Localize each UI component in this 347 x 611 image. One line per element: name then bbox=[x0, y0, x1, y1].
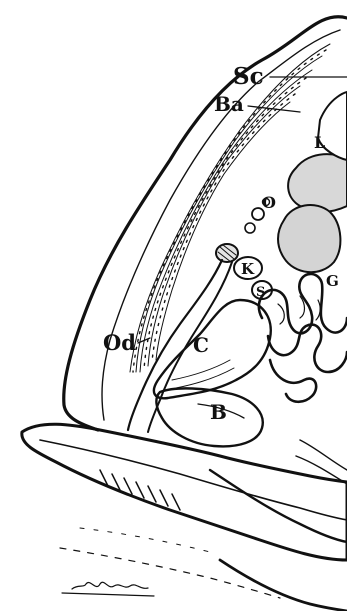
cloaca-outline bbox=[154, 300, 271, 398]
label-c: C bbox=[193, 333, 209, 357]
label-g: G bbox=[326, 272, 339, 290]
limb-fin-rays bbox=[100, 470, 180, 510]
artist-signature bbox=[62, 582, 154, 596]
ground-stipple bbox=[60, 548, 280, 598]
ovary-circle-2 bbox=[245, 223, 255, 233]
label-ba: Ba bbox=[214, 92, 244, 116]
label-l: L bbox=[314, 133, 325, 152]
limb-inner-contour bbox=[40, 440, 347, 520]
liver-mass bbox=[288, 154, 347, 212]
label-k: K bbox=[241, 260, 255, 278]
label-od: Od bbox=[103, 330, 136, 355]
label-sc: Sc bbox=[233, 63, 264, 90]
cloaca-hatching bbox=[172, 360, 234, 388]
gut-coils-bottom bbox=[270, 360, 316, 402]
limb-outline bbox=[22, 424, 347, 560]
gut-detail bbox=[278, 296, 320, 324]
label-s: S bbox=[256, 285, 265, 300]
ground-stipple-2 bbox=[80, 528, 210, 552]
label-b: B bbox=[210, 400, 227, 424]
liver-mass-lower bbox=[278, 205, 340, 272]
label-o: O bbox=[262, 193, 276, 212]
